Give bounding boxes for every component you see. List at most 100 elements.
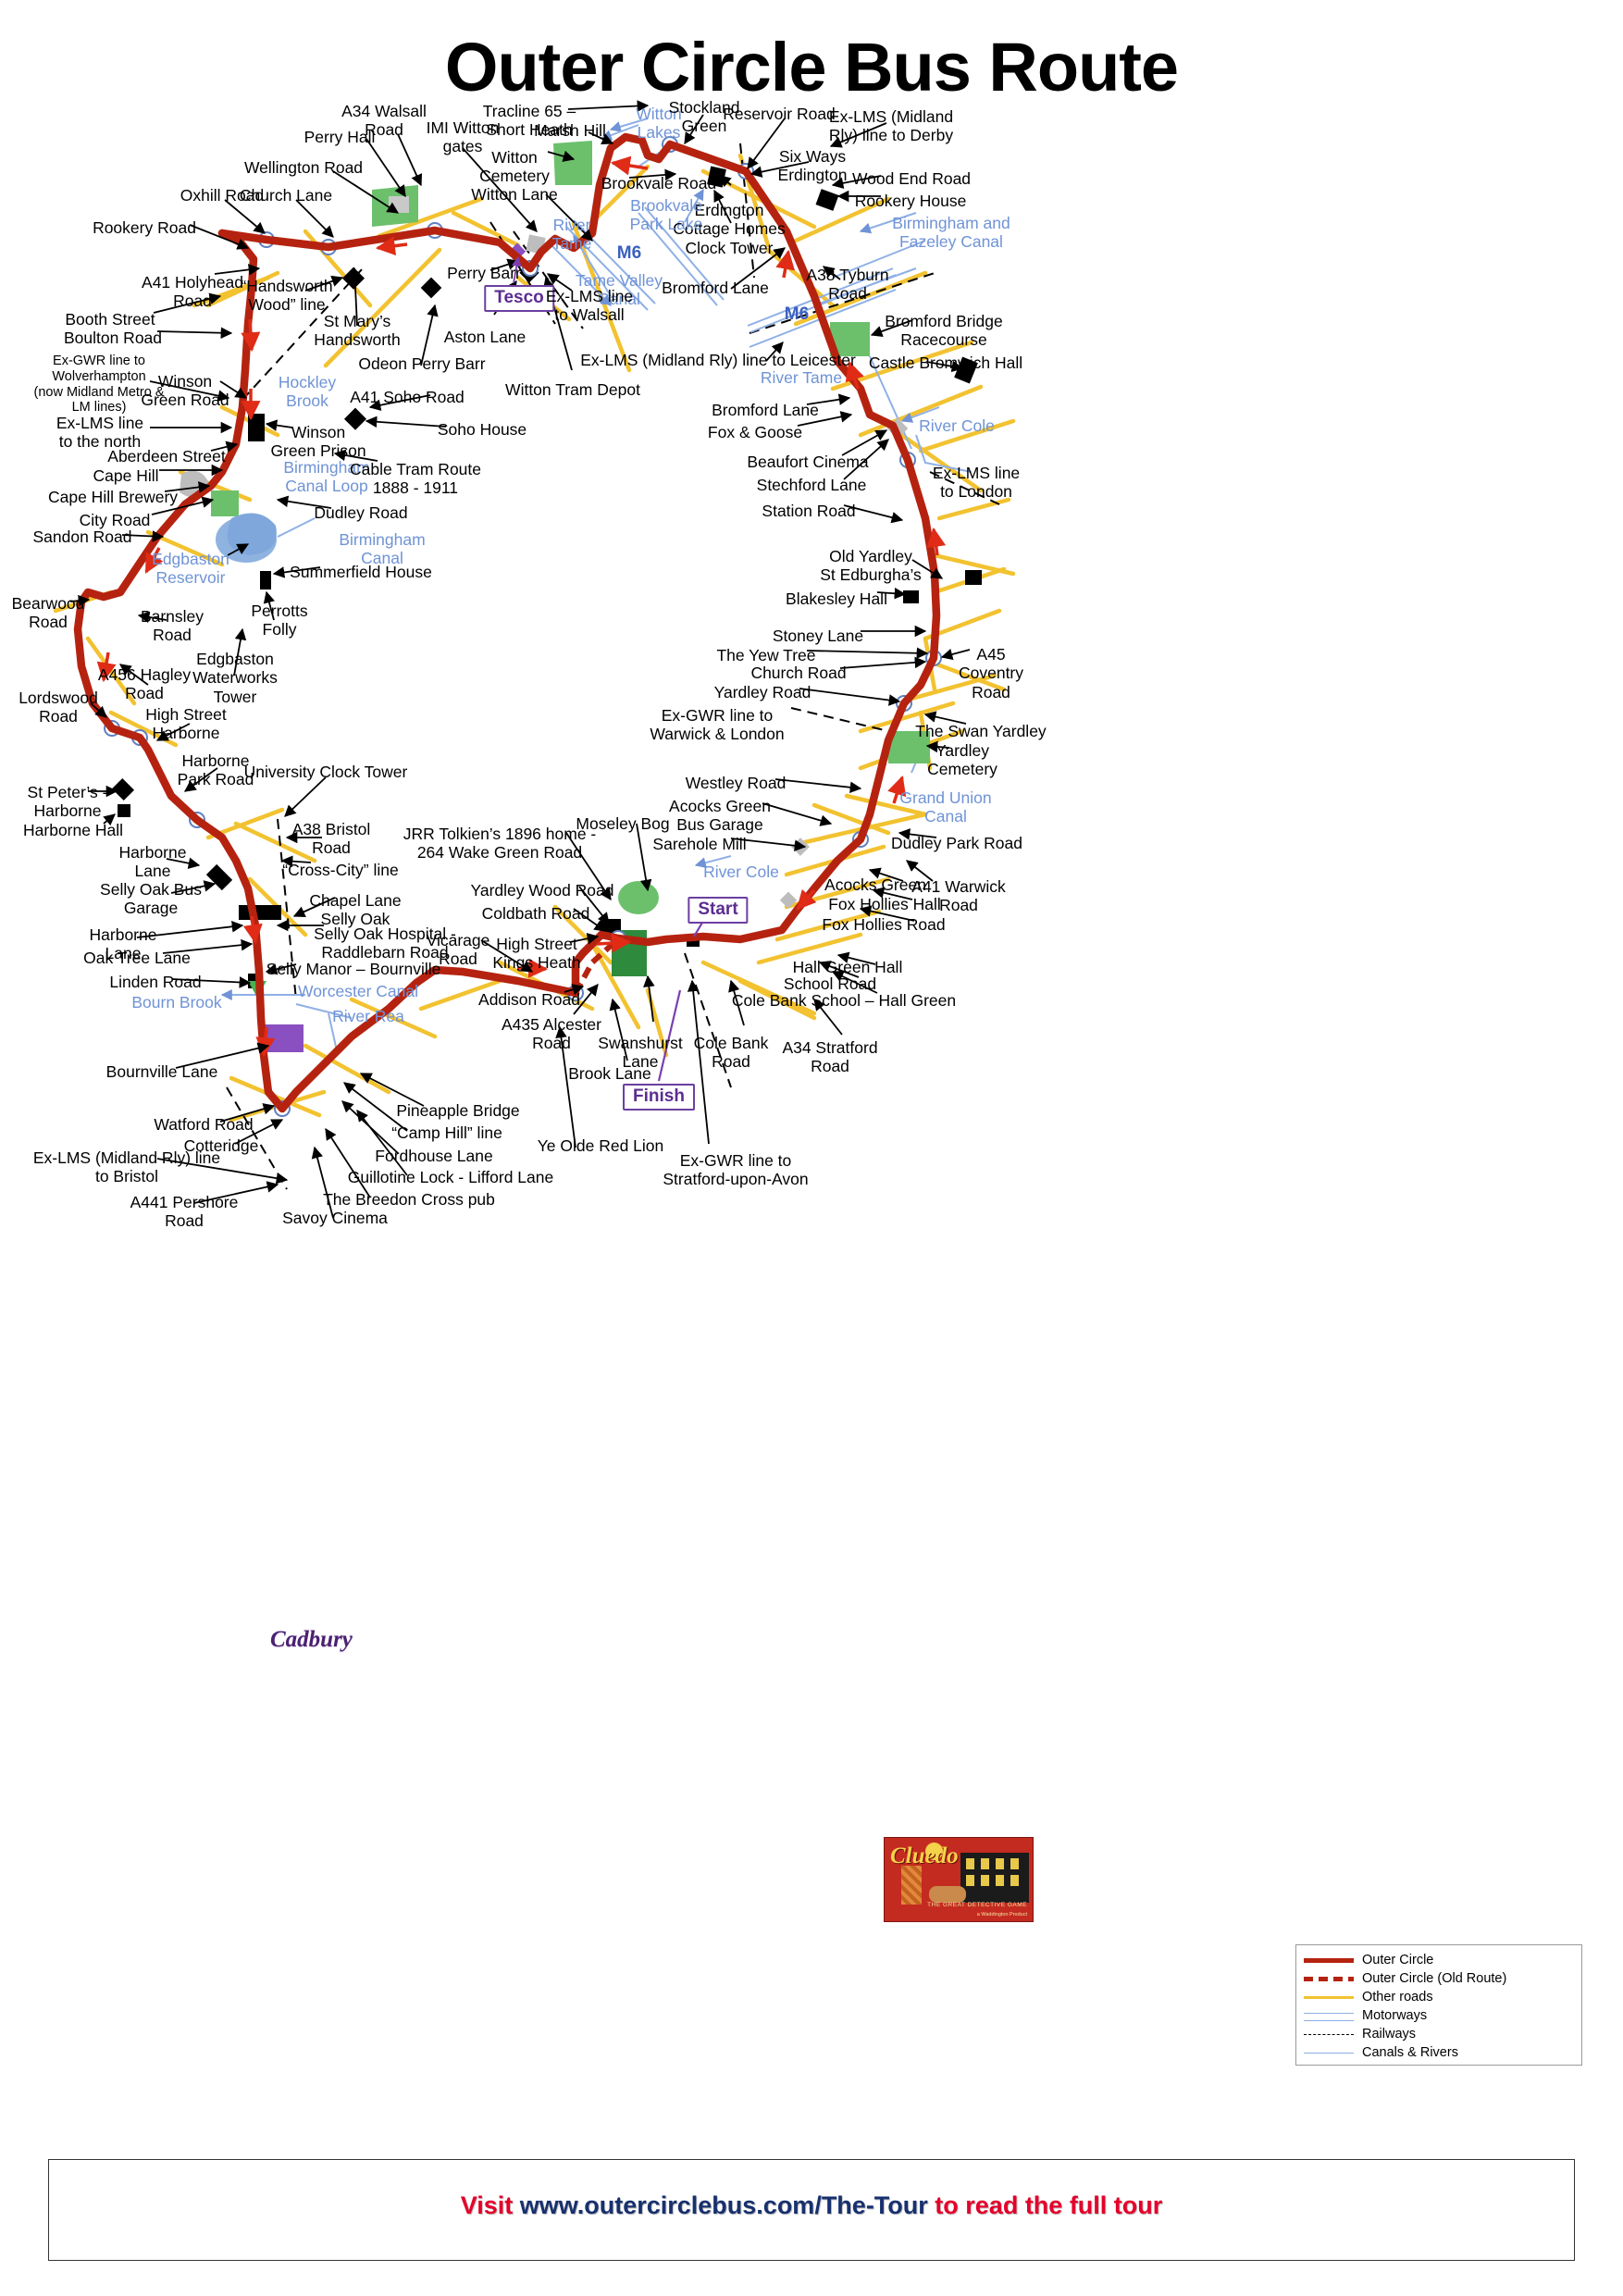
map-label-boulton-road: Boulton Road bbox=[63, 329, 163, 347]
legend-swatch-railway-dashed bbox=[1304, 2028, 1354, 2041]
legend-label-3: Motorways bbox=[1362, 2008, 1428, 2023]
map-label-a41-soho-road: A41 Soho Road bbox=[350, 388, 465, 406]
map-label-birmingham-canal: Birmingham Canal bbox=[339, 530, 426, 568]
map-label-acocks-green-bus-garage: Acocks Green Bus Garage bbox=[669, 797, 771, 835]
footer-banner: Visit www.outercirclebus.com/The-Tour to… bbox=[48, 2159, 1575, 2261]
map-label-guillotine-lock: Guillotine Lock - Lifford Lane bbox=[347, 1168, 554, 1186]
footer-text: Visit www.outercirclebus.com/The-Tour to… bbox=[49, 2191, 1574, 2220]
map-label-church-lane: Church Lane bbox=[239, 186, 333, 205]
map-label-castle-bromwich-hall: Castle Bromwich Hall bbox=[868, 354, 1023, 372]
map-label-winson-green-road: Winson Green Road bbox=[141, 372, 229, 410]
map-label-bourn-brook: Bourn Brook bbox=[131, 993, 222, 1011]
map-label-rookery-road: Rookery Road bbox=[93, 218, 196, 237]
cluedo-box-image: Cluedo THE GREAT DETECTIVE GAME a Waddin… bbox=[884, 1837, 1034, 1922]
map-label-cole-bank-school: Cole Bank School – Hall Green bbox=[731, 991, 957, 1010]
map-label-selly-oak-hospital: Selly Oak Hospital - Raddlebarn Road bbox=[314, 925, 456, 962]
map-label-perry-barr: Perry Barr bbox=[447, 264, 521, 282]
footer-visit-word: Visit bbox=[460, 2191, 520, 2219]
map-label-fox-and-goose: Fox & Goose bbox=[707, 423, 803, 441]
map-label-rookery-house: Rookery House bbox=[854, 192, 967, 210]
map-label-yardley-road: Yardley Road bbox=[713, 683, 812, 701]
map-label-birmingham-fazeley-canal: Birmingham and Fazeley Canal bbox=[892, 214, 1010, 252]
map-label-brook-lane: Brook Lane bbox=[568, 1064, 651, 1083]
map-label-the-swan-yardley: The Swan Yardley bbox=[915, 722, 1047, 740]
map-label-tame-valley-canal: Tame Valley Canal bbox=[575, 271, 663, 309]
map-label-fox-hollies-road: Fox Hollies Road bbox=[822, 915, 946, 934]
map-label-pineapple-bridge: Pineapple Bridge bbox=[396, 1101, 520, 1120]
map-label-station-road: Station Road bbox=[762, 502, 856, 520]
map-label-river-cole-1: River Cole bbox=[919, 416, 995, 435]
map-label-harborne-lane: Harborne Lane bbox=[118, 843, 187, 881]
map-label-m6-1: M6 bbox=[616, 243, 642, 263]
map-label-bournville-lane: Bournville Lane bbox=[105, 1062, 218, 1081]
map-label-perry-hall: Perry Hall bbox=[304, 128, 376, 146]
map-label-old-yardley: Old Yardley St Edburgha’s bbox=[820, 547, 922, 585]
legend-swatch-yellow bbox=[1304, 1991, 1354, 2004]
map-label-ex-lms-walsall: Ex-LMS line to Walsall bbox=[545, 287, 634, 325]
legend-row-3: Motorways bbox=[1304, 2006, 1574, 2025]
legend-label-2: Other roads bbox=[1362, 1990, 1433, 2004]
map-label-a38-bristol-road: A38 Bristol Road bbox=[291, 820, 371, 858]
map-label-ex-gwr-wolverhampton: Ex-GWR line to Wolverhampton (now Midlan… bbox=[33, 354, 165, 416]
map-label-a456-hagley-road: A456 Hagley Road bbox=[97, 665, 192, 703]
map-label-linden-road: Linden Road bbox=[109, 973, 202, 991]
map-label-bromford-lane-1: Bromford Lane bbox=[662, 279, 769, 297]
map-label-selly-manor-bournville: Selly Manor – Bournville bbox=[266, 960, 441, 978]
map-label-a34-stratford-road: A34 Stratford Road bbox=[782, 1038, 878, 1076]
map-label-school-road: School Road bbox=[783, 974, 877, 993]
map-label-ex-gwr-stratford: Ex-GWR line to Stratford-upon-Avon bbox=[663, 1151, 809, 1189]
map-label-cape-hill: Cape Hill bbox=[93, 466, 159, 485]
map-label-reservoir-road: Reservoir Road bbox=[723, 105, 836, 123]
map-label-ex-gwr-warwick-london: Ex-GWR line to Warwick & London bbox=[650, 706, 785, 744]
legend-swatch-dashed-red bbox=[1304, 1972, 1354, 1985]
map-label-lordswood-road: Lordswood Road bbox=[19, 689, 98, 726]
map-label-dudley-park-road: Dudley Park Road bbox=[890, 834, 1023, 852]
map-label-winson-green-prison: Winson Green Prison bbox=[270, 423, 366, 461]
map-label-ex-lms-north: Ex-LMS line to the north bbox=[56, 414, 144, 452]
map-label-handsworth-wood-line: “Handsworth Wood” line bbox=[241, 277, 333, 315]
map-label-a45-coventry-road: A45 Coventry Road bbox=[958, 645, 1024, 701]
legend-label-0: Outer Circle bbox=[1362, 1953, 1434, 1967]
map-label-camp-hill-line: “Camp Hill” line bbox=[391, 1123, 502, 1142]
map-label-river-rea: River Rea bbox=[332, 1007, 404, 1025]
map-label-ex-lms-leicester: Ex-LMS (Midland Rly) line to Leicester bbox=[580, 351, 856, 369]
map-label-bearwood-road: Bearwood Road bbox=[11, 594, 85, 632]
map-label-tesco: Tesco bbox=[484, 285, 554, 312]
footer-url[interactable]: www.outercirclebus.com/The-Tour bbox=[519, 2191, 928, 2219]
map-label-a41-holyhead-road: A41 Holyhead Road bbox=[142, 273, 243, 311]
map-label-odeon-perry-barr: Odeon Perry Barr bbox=[358, 354, 486, 373]
map-label-barnsley-road: Barnsley Road bbox=[140, 607, 204, 645]
map-label-oak-tree-lane: Oak Tree Lane bbox=[83, 949, 191, 967]
map-label-yardley-wood-road: Yardley Wood Road bbox=[470, 881, 614, 900]
map-label-witton-cemetery: Witton Cemetery bbox=[479, 148, 550, 186]
map-label-cable-tram-route: Cable Tram Route 1888 - 1911 bbox=[349, 460, 482, 498]
map-label-ex-lms-bristol: Ex-LMS (Midland Rly) line to Bristol bbox=[32, 1148, 221, 1186]
map-label-six-ways-erdington: Six Ways Erdington bbox=[777, 147, 848, 185]
map-label-river-tame-2: River Tame bbox=[760, 368, 843, 387]
map-label-river-tame-1: River Tame bbox=[551, 216, 592, 254]
map-label-vicarage-road: Vicarage Road bbox=[426, 931, 490, 969]
marker-finish: Finish bbox=[623, 1084, 695, 1111]
legend-row-1: Outer Circle (Old Route) bbox=[1304, 1969, 1574, 1988]
legend-swatch-canal bbox=[1304, 2046, 1354, 2059]
map-label-church-road: Church Road bbox=[750, 664, 847, 682]
map-label-ye-olde-red-lion: Ye Olde Red Lion bbox=[537, 1136, 664, 1155]
legend-swatch-solid-red bbox=[1304, 1954, 1354, 1967]
map-label-booth-street: Booth Street bbox=[65, 310, 155, 329]
map-label-a441-pershore-road: A441 Pershore Road bbox=[130, 1193, 239, 1231]
cluedo-caption-main: THE GREAT DETECTIVE GAME bbox=[927, 1902, 1027, 1908]
map-label-a41-warwick-road: A41 Warwick Road bbox=[911, 877, 1006, 915]
outer-circle-route-west bbox=[73, 229, 606, 1113]
map-label-moseley-bog: Moseley Bog bbox=[576, 814, 670, 833]
map-label-witton-lane: Witton Lane bbox=[471, 185, 558, 204]
map-label-cape-hill-brewery: Cape Hill Brewery bbox=[47, 488, 179, 506]
map-label-birmingham-canal-loop: Birmingham Canal Loop bbox=[283, 458, 370, 496]
map-label-cole-bank-road: Cole Bank Road bbox=[693, 1034, 769, 1072]
map-label-edgbaston-reservoir: Edgbaston Reservoir bbox=[152, 550, 229, 588]
map-label-wellington-road: Wellington Road bbox=[243, 158, 364, 177]
map-label-breedon-cross-pub: The Breedon Cross pub bbox=[323, 1190, 495, 1209]
map-label-cotteridge: Cotteridge bbox=[183, 1136, 259, 1155]
map-label-a38-tyburn-road: A38 Tyburn Road bbox=[806, 266, 889, 304]
marker-start: Start bbox=[688, 897, 749, 924]
